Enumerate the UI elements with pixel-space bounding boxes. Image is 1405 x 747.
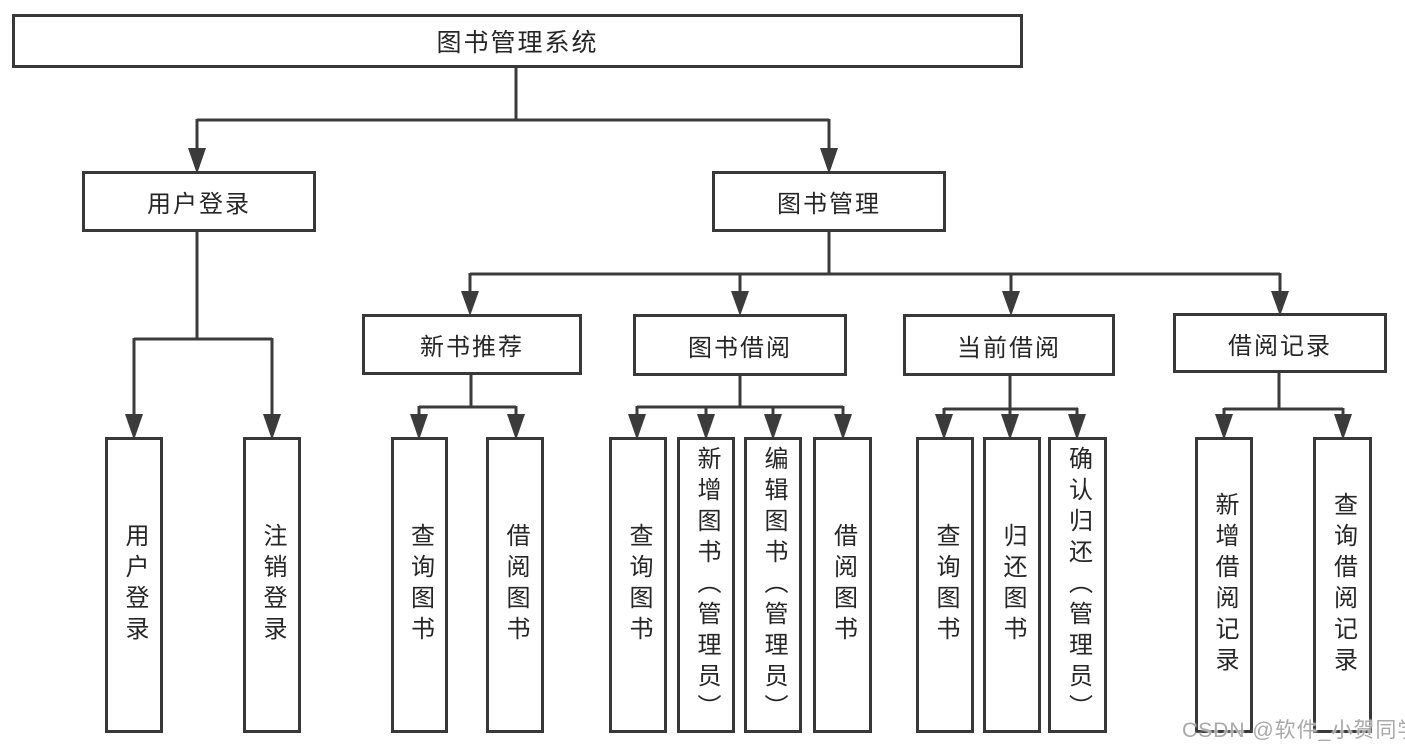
leaf-add-books-admin: 新增图书（管理员） — [677, 437, 735, 733]
leaf-user-login: 用户登录 — [105, 437, 163, 733]
node-borrow-records: 借阅记录 — [1173, 313, 1387, 373]
node-label: 编辑图书（管理员） — [760, 445, 787, 725]
leaf-confirm-return-admin: 确认归还（管理员） — [1048, 437, 1107, 733]
leaf-logout: 注销登录 — [243, 437, 301, 733]
node-label: 借阅记录 — [1228, 332, 1332, 360]
node-book-management: 图书管理 — [712, 171, 946, 232]
node-label: 注销登录 — [259, 523, 286, 647]
node-label: 新增借阅记录 — [1211, 492, 1238, 678]
leaf-borrow-books: 借阅图书 — [813, 437, 872, 733]
node-label: 借阅图书 — [502, 523, 529, 647]
node-label: 图书管理系统 — [436, 29, 599, 57]
leaf-return-books: 归还图书 — [983, 437, 1041, 733]
node-book-borrow: 图书借阅 — [633, 314, 847, 376]
node-root: 图书管理系统 — [12, 14, 1023, 68]
node-label: 用户登录 — [147, 191, 251, 218]
node-user-login: 用户登录 — [82, 171, 316, 232]
node-label: 归还图书 — [999, 523, 1026, 647]
leaf-recommend-query-books: 查询图书 — [391, 437, 448, 733]
node-label: 新书推荐 — [420, 334, 524, 361]
leaf-recommend-borrow-books: 借阅图书 — [486, 437, 544, 733]
leaf-add-borrow-record: 新增借阅记录 — [1195, 437, 1253, 733]
leaf-query-borrow-record: 查询借阅记录 — [1313, 437, 1372, 733]
leaf-current-query-books: 查询图书 — [916, 437, 974, 733]
node-label: 借阅图书 — [829, 523, 857, 647]
leaf-edit-books-admin: 编辑图书（管理员） — [744, 437, 802, 733]
node-label: 查询图书 — [625, 523, 652, 647]
csdn-watermark: CSDN @软件_小贺同学 — [1182, 719, 1405, 742]
node-label: 确认归还（管理员） — [1064, 445, 1092, 725]
leaf-borrow-query-books: 查询图书 — [609, 437, 667, 733]
node-current-borrow: 当前借阅 — [903, 314, 1115, 376]
node-label: 图书管理 — [777, 191, 881, 218]
node-label: 查询图书 — [932, 523, 959, 647]
node-label: 图书借阅 — [688, 334, 792, 362]
node-label: 查询借阅记录 — [1329, 492, 1357, 678]
node-label: 查询图书 — [406, 523, 434, 647]
node-new-book-recommend: 新书推荐 — [362, 314, 582, 375]
node-label: 新增图书（管理员） — [693, 445, 720, 725]
node-label: 用户登录 — [121, 523, 148, 647]
node-label: 当前借阅 — [957, 334, 1061, 362]
